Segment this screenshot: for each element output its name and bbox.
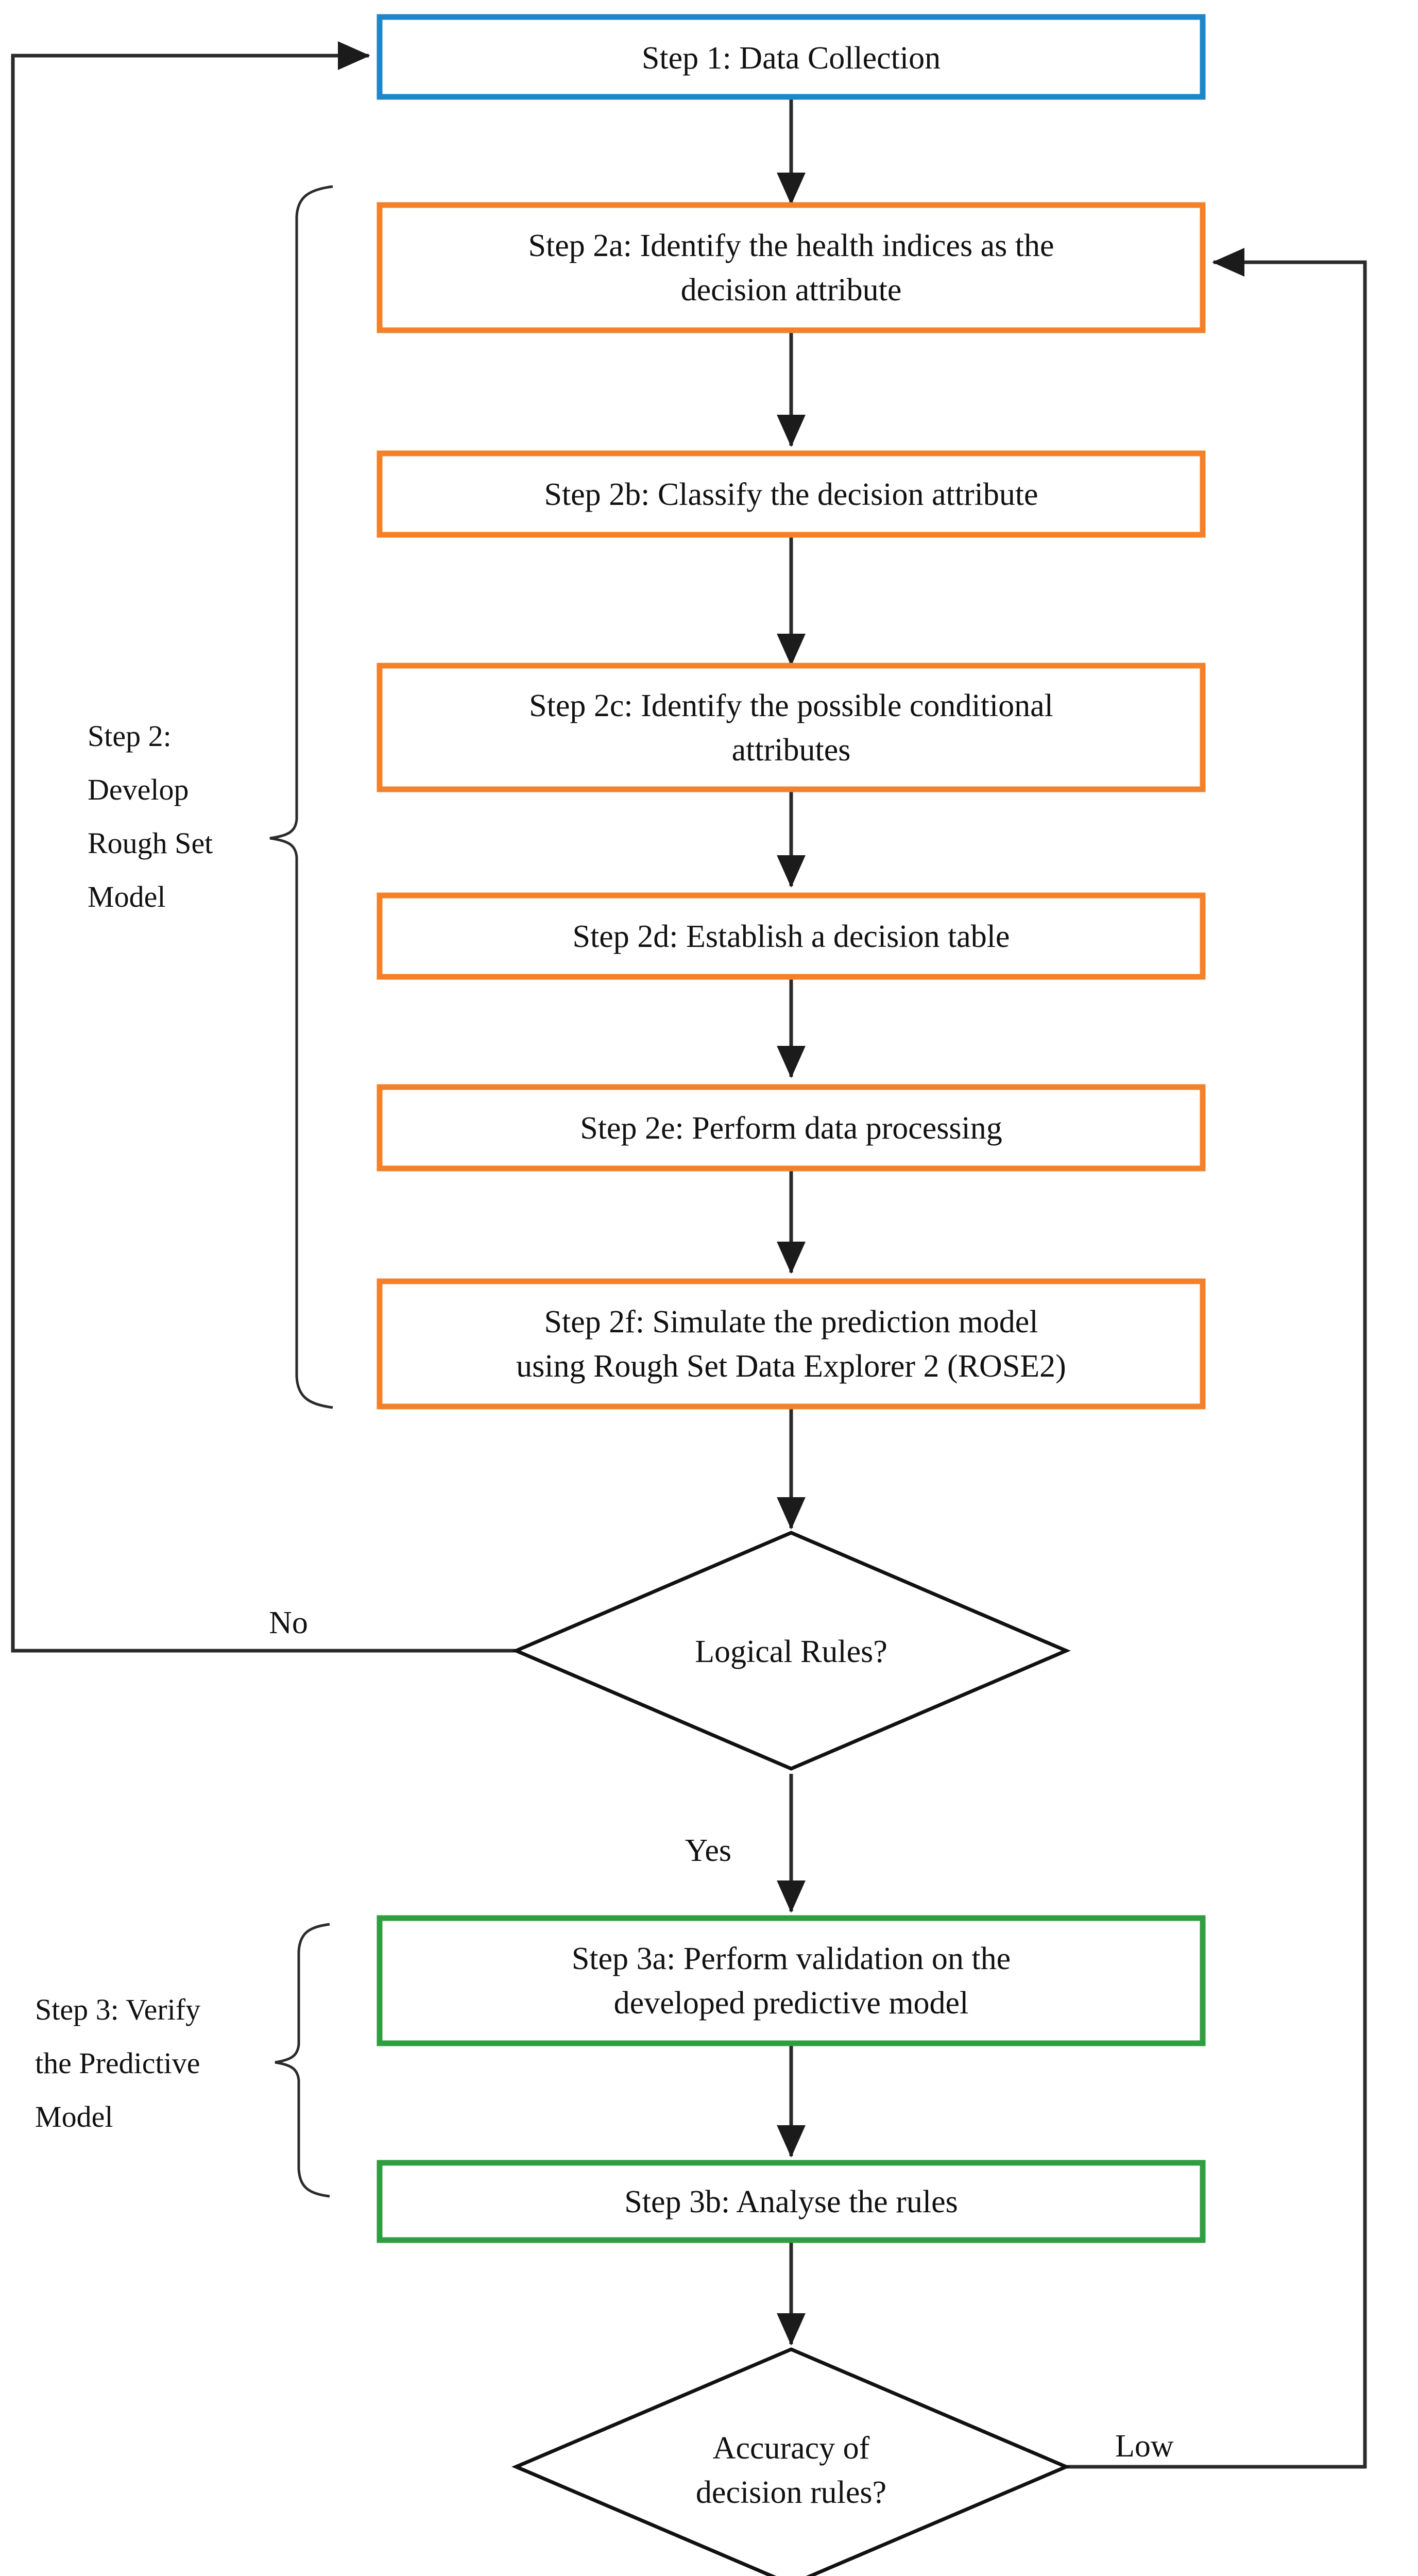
- brace-step2: [269, 185, 333, 1409]
- node-step1-label: Step 1: Data Collection: [642, 41, 941, 76]
- node-step2d[interactable]: [377, 892, 1206, 980]
- node-step2f-label-line1: Step 2f: Simulate the prediction model: [544, 1304, 1038, 1340]
- group-label-step3-line2: the Predictive: [35, 2046, 200, 2080]
- node-step2a[interactable]: [377, 202, 1206, 333]
- node-step2a-label-line1: Step 2a: Identify the health indices as …: [528, 228, 1054, 263]
- node-step2f[interactable]: [377, 1278, 1206, 1410]
- group-label-step3-line3: Model: [35, 2100, 113, 2133]
- group-label-step2-line1: Step 2:: [88, 719, 172, 753]
- node-step2a-label-line2: decision attribute: [681, 273, 902, 308]
- node-step2b[interactable]: [377, 450, 1206, 538]
- node-step2d-label: Step 2d: Establish a decision table: [573, 919, 1010, 954]
- node-step2c[interactable]: [377, 663, 1206, 792]
- node-step3a-label-line1: Step 3a: Perform validation on the: [572, 1941, 1011, 1976]
- group-label-step2-line2: Develop: [88, 773, 189, 806]
- node-accuracy[interactable]: [511, 2347, 1071, 2576]
- node-logical-rules-label: Logical Rules?: [695, 1634, 887, 1669]
- node-step2c-label-line2: attributes: [732, 733, 851, 768]
- node-step2e[interactable]: [377, 1084, 1206, 1172]
- node-step2e-label: Step 2e: Perform data processing: [580, 1111, 1002, 1146]
- node-step3a[interactable]: [377, 1915, 1206, 2046]
- edge-label-no: No: [269, 1605, 308, 1640]
- node-step3b-label: Step 3b: Analyse the rules: [624, 2184, 958, 2219]
- node-step1[interactable]: [377, 14, 1206, 100]
- node-logical-rules[interactable]: [511, 1531, 1071, 1771]
- edge-label-low: Low: [1115, 2429, 1174, 2464]
- node-step2b-label: Step 2b: Classify the decision attribute: [544, 477, 1038, 512]
- edge-label-yes: Yes: [685, 1833, 731, 1868]
- node-step3b[interactable]: [377, 2160, 1206, 2243]
- brace-step3: [275, 1923, 330, 2198]
- node-step3a-label-line2: developed predictive model: [614, 1986, 969, 2021]
- edge-no-feedback-to-step1: [11, 41, 516, 1653]
- group-label-step2-line4: Model: [88, 880, 165, 913]
- node-accuracy-label-line2: decision rules?: [696, 2475, 886, 2510]
- node-step2c-label-line1: Step 2c: Identify the possible condition…: [529, 688, 1053, 723]
- group-label-step2-line3: Rough Set: [88, 826, 213, 860]
- node-accuracy-label-line1: Accuracy of: [713, 2431, 870, 2466]
- edge-low-feedback-to-step2a: [1066, 248, 1367, 2469]
- node-step2f-label-line2: using Rough Set Data Explorer 2 (ROSE2): [516, 1349, 1066, 1384]
- group-label-step3-line1: Step 3: Verify: [35, 1993, 200, 2026]
